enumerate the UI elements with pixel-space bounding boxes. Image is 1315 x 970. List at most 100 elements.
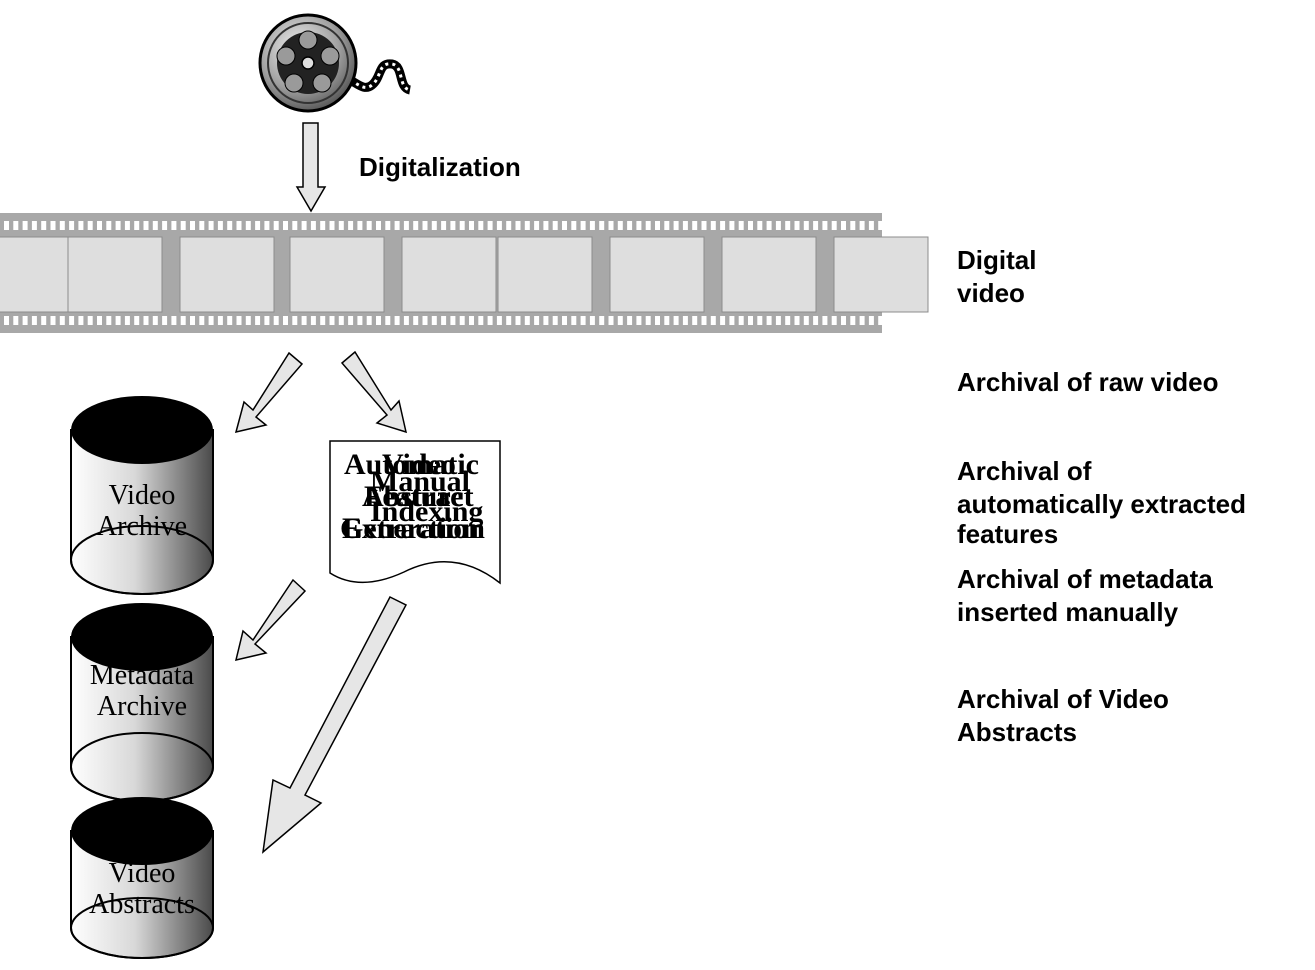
sprocket-hole <box>552 316 558 325</box>
sprocket-hole <box>803 316 809 325</box>
sprocket-hole <box>831 221 837 230</box>
sprocket-hole <box>217 316 223 325</box>
sprocket-hole <box>283 221 288 230</box>
sprocket-hole <box>589 221 595 230</box>
sprocket-hole <box>78 316 84 325</box>
sprocket-hole <box>701 316 707 325</box>
sprocket-hole <box>143 221 149 230</box>
sprocket-hole <box>329 316 335 325</box>
sprocket-hole <box>664 316 670 325</box>
label-abstracts-line-1: Archival of Video <box>957 684 1169 714</box>
sprocket-hole <box>692 316 698 325</box>
doc-word-abstract: Abstract <box>362 480 474 513</box>
sprocket-hole <box>868 316 874 325</box>
arrow-to-document <box>340 350 408 434</box>
sprocket-hole <box>738 221 744 230</box>
sprocket-hole <box>413 316 419 325</box>
sprocket-hole <box>571 221 577 230</box>
doc-word-generation: Generation <box>340 512 485 545</box>
sprocket-hole <box>180 221 186 230</box>
sprocket-hole <box>450 221 456 230</box>
film-frame <box>401 236 497 313</box>
sprocket-hole <box>50 221 56 230</box>
label-archival-video-abstracts: Archival of Video Abstracts <box>957 683 1169 749</box>
film-frame <box>833 236 929 313</box>
sprocket-hole <box>599 316 605 325</box>
sprocket-hole <box>775 221 781 230</box>
arrow-to-metadata-archive <box>234 578 307 662</box>
sprocket-hole <box>245 316 251 325</box>
sprocket-hole <box>348 316 354 325</box>
sprocket-hole <box>636 221 642 230</box>
sprocket-hole <box>496 316 502 325</box>
sprocket-hole <box>217 221 223 230</box>
sprocket-hole <box>692 221 698 230</box>
sprocket-hole <box>301 221 307 230</box>
sprocket-hole <box>710 221 716 230</box>
database-metadata-archive <box>70 603 214 802</box>
sprocket-hole <box>199 316 205 325</box>
sprocket-hole <box>487 316 493 325</box>
sprocket-hole <box>403 316 409 325</box>
sprocket-hole <box>738 316 744 325</box>
sprocket-hole <box>413 221 419 230</box>
film-frame <box>497 236 593 313</box>
sprocket-hole <box>41 316 47 325</box>
label-archival-auto-features: Archival of automatically extracted feat… <box>957 455 1246 547</box>
sprocket-hole <box>673 221 679 230</box>
sprocket-hole <box>701 221 707 230</box>
digitalization-label: Digitalization <box>359 152 521 182</box>
sprocket-hole <box>710 316 716 325</box>
sprocket-hole <box>748 221 753 230</box>
sprocket-hole <box>878 316 884 325</box>
sprocket-hole <box>794 221 800 230</box>
sprocket-hole <box>441 316 447 325</box>
arrow-to-video-archive <box>234 351 304 434</box>
video-abstracts-line-2: Abstracts <box>89 889 195 920</box>
metadata-archive-line-1: Metadata <box>89 660 195 691</box>
sprocket-hole <box>645 221 651 230</box>
sprocket-hole <box>22 316 28 325</box>
sprocket-hole <box>115 316 121 325</box>
sprocket-hole <box>729 221 735 230</box>
label-abstracts-line-2: Abstracts <box>957 717 1077 747</box>
sprocket-hole <box>236 221 242 230</box>
sprocket-hole <box>376 221 381 230</box>
video-archive-label: Video Archive <box>71 480 213 542</box>
label-digital-video: Digital video <box>957 244 1036 310</box>
video-archive-line-1: Video <box>108 480 176 511</box>
sprocket-hole <box>524 316 530 325</box>
sprocket-hole <box>13 221 19 230</box>
sprocket-hole <box>320 221 326 230</box>
sprocket-hole <box>292 221 298 230</box>
sprocket-hole <box>301 316 307 325</box>
sprocket-hole <box>180 316 186 325</box>
sprocket-hole <box>785 316 791 325</box>
sprocket-hole <box>329 221 335 230</box>
sprocket-hole <box>320 316 326 325</box>
sprocket-hole <box>199 221 205 230</box>
label-auto-line-1: Archival of <box>957 456 1092 486</box>
doc-word-extraction: Extraction <box>342 512 479 545</box>
sprocket-hole <box>41 221 47 230</box>
sprocket-hole <box>124 221 130 230</box>
label-meta-line-2: inserted manually <box>957 597 1179 627</box>
sprocket-hole <box>608 316 614 325</box>
sprocket-hole <box>682 221 688 230</box>
sprocket-hole <box>385 221 391 230</box>
film-frame <box>609 236 705 313</box>
sprocket-hole <box>366 221 372 230</box>
sprocket-hole <box>775 316 781 325</box>
sprocket-hole <box>106 221 112 230</box>
doc-word-video: Video <box>382 452 456 481</box>
sprocket-hole <box>236 316 242 325</box>
sprocket-hole <box>655 221 660 230</box>
sprocket-hole <box>655 316 660 325</box>
sprocket-hole <box>106 316 112 325</box>
sprocket-hole <box>757 221 763 230</box>
sprocket-hole <box>720 221 726 230</box>
sprocket-hole <box>720 316 726 325</box>
sprocket-hole <box>366 316 372 325</box>
sprocket-hole <box>469 221 474 230</box>
sprocket-hole <box>394 316 400 325</box>
